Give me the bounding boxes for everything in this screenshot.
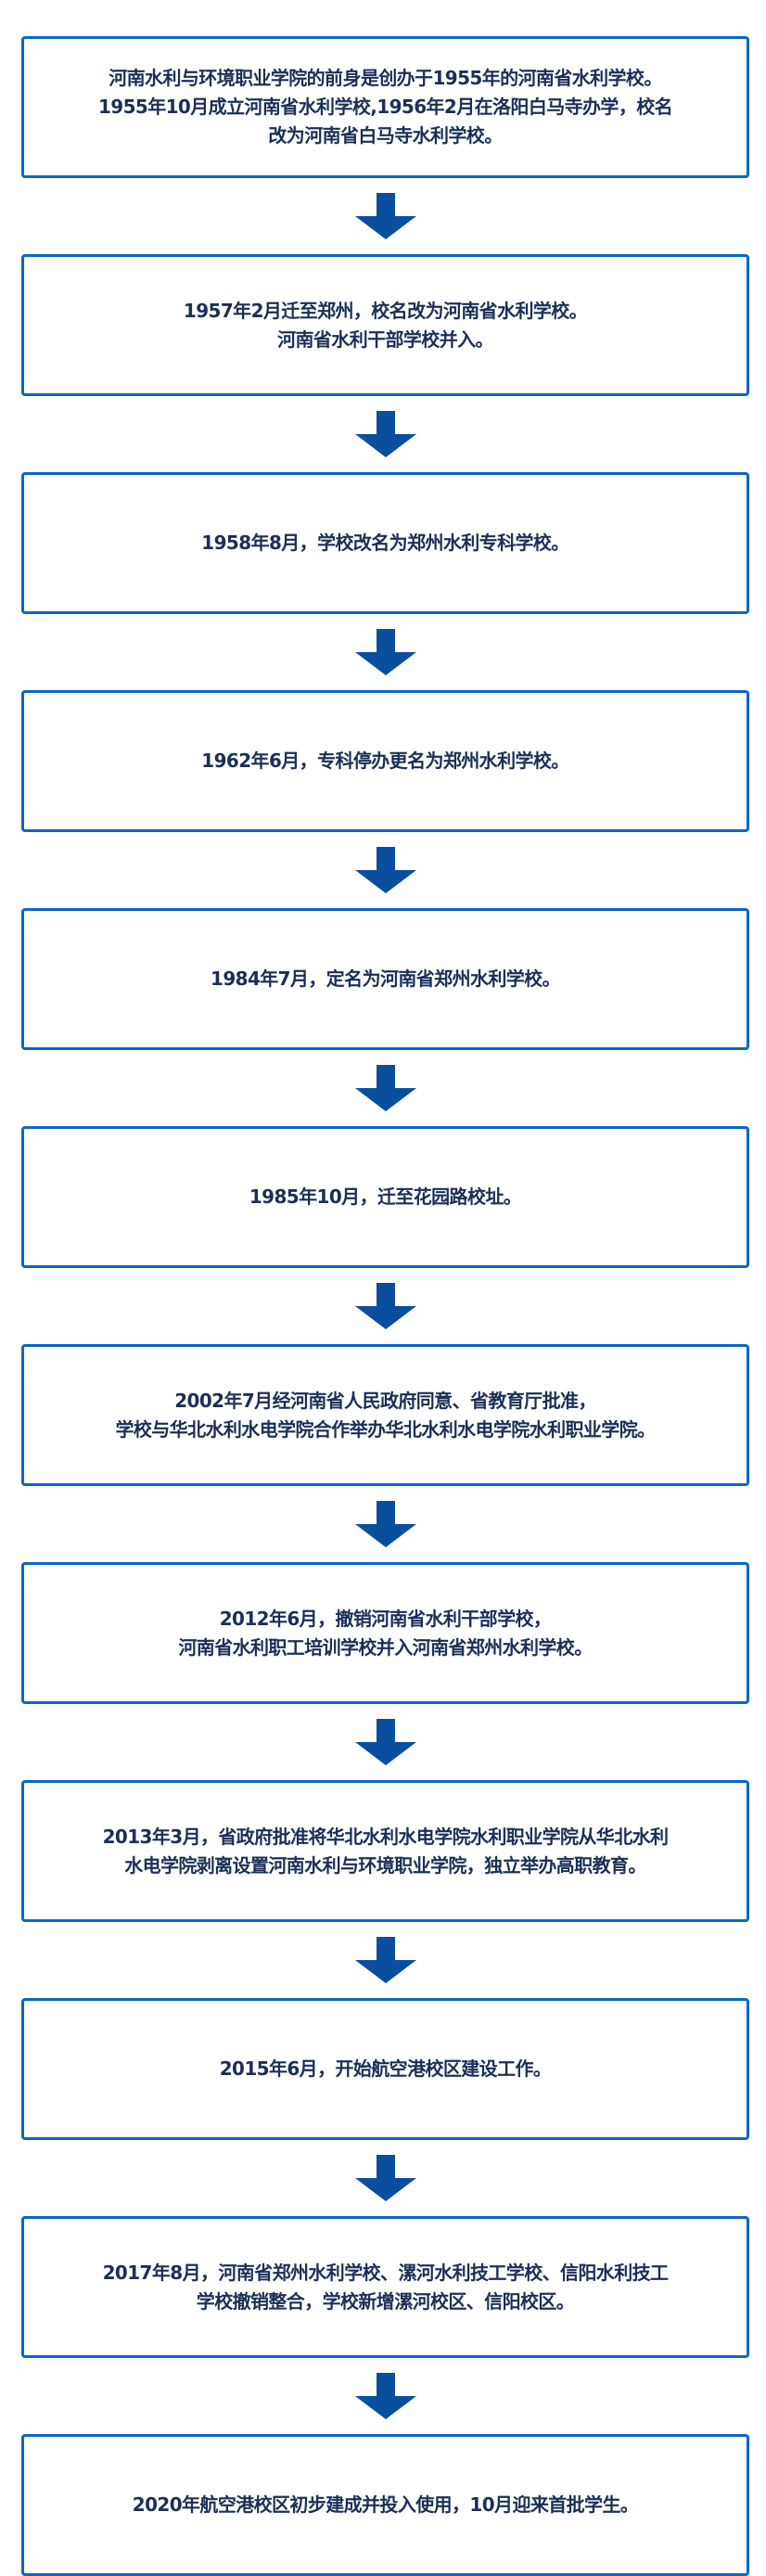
timeline-step-box: 河南水利与环境职业学院的前身是创办于1955年的河南省水利学校。 1955年10… [21,36,749,178]
down-arrow-icon [353,1922,418,1998]
timeline-step-text: 河南水利与环境职业学院的前身是创办于1955年的河南省水利学校。 1955年10… [97,67,673,147]
down-arrow-icon [353,832,418,908]
history-flowchart: 河南水利与环境职业学院的前身是创办于1955年的河南省水利学校。 1955年10… [21,36,749,2576]
down-arrow-icon [353,2358,418,2434]
timeline-step-box: 2013年3月，省政府批准将华北水利水电学院水利职业学院从华北水利 水电学院剥离… [21,1780,749,1922]
timeline-step-box: 1957年2月迁至郑州，校名改为河南省水利学校。 河南省水利干部学校并入。 [21,254,749,396]
down-arrow-icon [353,2140,418,2216]
timeline-step-box: 2020年航空港校区初步建成并投入使用，10月迎来首批学生。 [21,2434,749,2576]
timeline-step-box: 2017年8月，河南省郑州水利学校、漯河水利技工学校、信阳水利技工 学校撤销整合… [21,2216,749,2358]
timeline-step-text: 1962年6月，专科停办更名为郑州水利学校。 [201,750,569,772]
timeline-step-box: 2012年6月，撤销河南省水利干部学校， 河南省水利职工培训学校并入河南省郑州水… [21,1562,749,1704]
timeline-step-box: 1984年7月，定名为河南省郑州水利学校。 [21,908,749,1050]
timeline-step-text: 2015年6月，开始航空港校区建设工作。 [219,2057,552,2080]
timeline-step-text: 2020年航空港校区初步建成并投入使用，10月迎来首批学生。 [132,2493,639,2516]
timeline-step-text: 1984年7月，定名为河南省郑州水利学校。 [211,968,561,990]
down-arrow-icon [353,614,418,690]
timeline-step-box: 1958年8月，学校改名为郑州水利专科学校。 [21,472,749,614]
timeline-step-text: 2002年7月经河南省人民政府同意、省教育厅批准， 学校与华北水利水电学院合作举… [115,1389,657,1441]
timeline-step-box: 2015年6月，开始航空港校区建设工作。 [21,1998,749,2140]
timeline-step-box: 1962年6月，专科停办更名为郑州水利学校。 [21,690,749,832]
timeline-step-box: 2002年7月经河南省人民政府同意、省教育厅批准， 学校与华北水利水电学院合作举… [21,1344,749,1486]
timeline-step-text: 2013年3月，省政府批准将华北水利水电学院水利职业学院从华北水利 水电学院剥离… [102,1825,669,1877]
down-arrow-icon [353,1268,418,1344]
timeline-step-box: 1985年10月，迁至花园路校址。 [21,1126,749,1268]
down-arrow-icon [353,1704,418,1780]
timeline-step-text: 1958年8月，学校改名为郑州水利专科学校。 [201,532,569,554]
timeline-step-text: 2017年8月，河南省郑州水利学校、漯河水利技工学校、信阳水利技工 学校撤销整合… [102,2261,669,2313]
timeline-step-text: 2012年6月，撤销河南省水利干部学校， 河南省水利职工培训学校并入河南省郑州水… [178,1607,593,1659]
down-arrow-icon [353,1486,418,1562]
timeline-step-text: 1957年2月迁至郑州，校名改为河南省水利学校。 河南省水利干部学校并入。 [183,299,588,351]
down-arrow-icon [353,396,418,472]
down-arrow-icon [353,178,418,254]
down-arrow-icon [353,1050,418,1126]
timeline-step-text: 1985年10月，迁至花园路校址。 [249,1185,522,1208]
